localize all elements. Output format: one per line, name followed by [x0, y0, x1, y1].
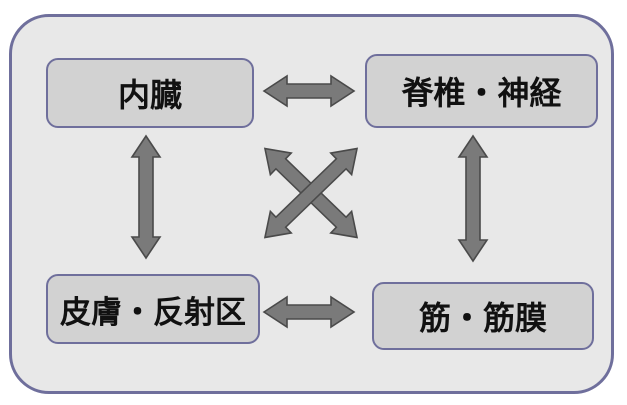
node-internal-organs: 内臓	[46, 58, 254, 128]
arrow-organs-spine	[262, 74, 356, 108]
node-spine-nerves: 脊椎・神経	[365, 54, 598, 128]
node-skin-reflex-zone: 皮膚・反射区	[46, 274, 260, 344]
node-internal-organs-label: 内臓	[117, 76, 182, 114]
node-skin-reflex-zone-label: 皮膚・反射区	[60, 294, 246, 331]
node-muscle-fascia-label: 筋・筋膜	[418, 299, 547, 337]
arrow-organs-skin	[130, 134, 162, 260]
node-muscle-fascia: 筋・筋膜	[372, 282, 594, 350]
arrow-skin-spine	[263, 147, 359, 239]
arrow-spine-muscle	[457, 134, 489, 263]
node-spine-nerves-label: 脊椎・神経	[401, 74, 562, 112]
arrow-skin-muscle	[262, 295, 356, 329]
